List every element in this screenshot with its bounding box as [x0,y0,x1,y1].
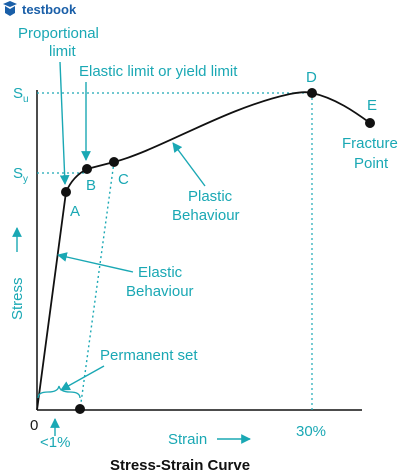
permanent-set-arrow [60,365,105,391]
permanent-set-marker [75,404,85,414]
lt1-label: <1% [40,434,70,451]
fracture-point-label-line2: Point [354,155,389,172]
point-a-marker [61,187,71,197]
testbook-logo-icon [3,1,17,16]
point-e-marker [365,118,375,128]
elastic-behaviour-label-line1: Elastic [138,264,183,281]
plastic-behaviour-arrow [172,142,206,187]
permanent-set-brace [37,385,81,399]
point-d-label: D [306,69,317,86]
plastic-behaviour-label-line2: Behaviour [172,207,240,224]
brand-name: testbook [22,2,77,17]
proportional-limit-arrow [59,61,70,185]
origin-label: 0 [30,417,38,434]
point-c-label: C [118,171,129,188]
permanent-set-label: Permanent set [100,347,198,364]
elastic-behaviour-label-line2: Behaviour [126,283,194,300]
thirty-percent-label: 30% [296,423,326,440]
elastic-behaviour-arrow [57,252,134,273]
proportional-limit-label-line1: Proportional [18,25,99,42]
fracture-point-label-line1: Fracture [342,135,398,152]
elastic-limit-label: Elastic limit or yield limit [79,63,238,80]
point-a-label: A [70,203,80,220]
diagram-title: Stress-Strain Curve [110,457,250,474]
strain-axis-label: Strain [168,431,207,448]
sy-label: Sy [13,165,28,185]
stress-axis-label: Stress [9,277,26,320]
point-b-label: B [86,177,96,194]
su-label: Su [13,85,29,105]
proportional-limit-label-line2: limit [49,43,76,60]
point-b-marker [82,164,92,174]
point-d-marker [307,88,317,98]
plastic-behaviour-label-line1: Plastic [188,188,233,205]
unloading-guide-line [79,161,115,411]
brand-logo[interactable]: testbook [3,1,77,17]
stress-strain-curve [36,91,371,411]
point-e-label: E [367,97,377,114]
point-c-marker [109,157,119,167]
